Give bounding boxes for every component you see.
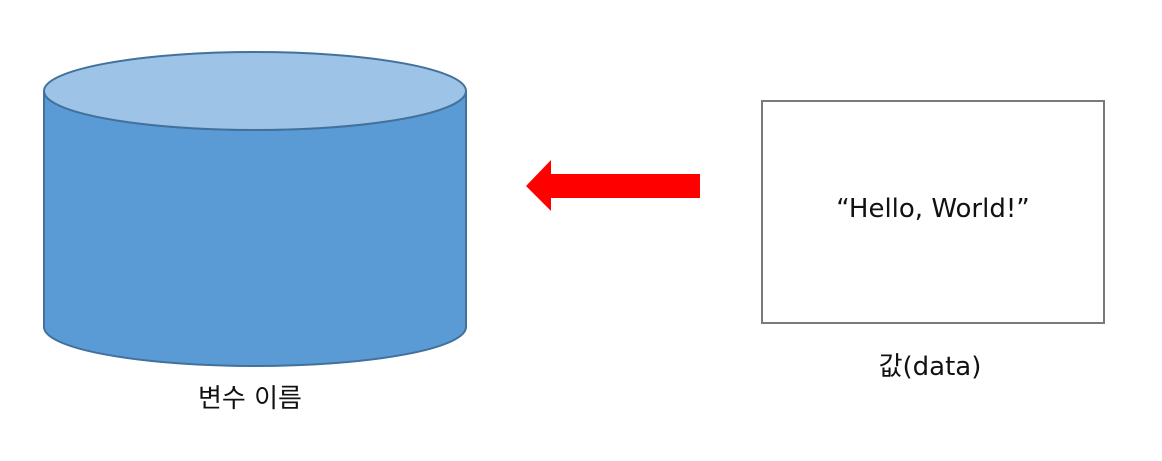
value-box: “Hello, World!” <box>761 100 1105 324</box>
cylinder-top <box>43 51 467 131</box>
variable-cylinder <box>43 51 467 367</box>
variable-name-label: 변수 이름 <box>198 384 302 414</box>
value-text: “Hello, World!” <box>836 194 1030 224</box>
value-label: 값(data) <box>878 352 982 382</box>
assignment-arrow <box>526 160 700 211</box>
cylinder-body <box>43 90 467 367</box>
